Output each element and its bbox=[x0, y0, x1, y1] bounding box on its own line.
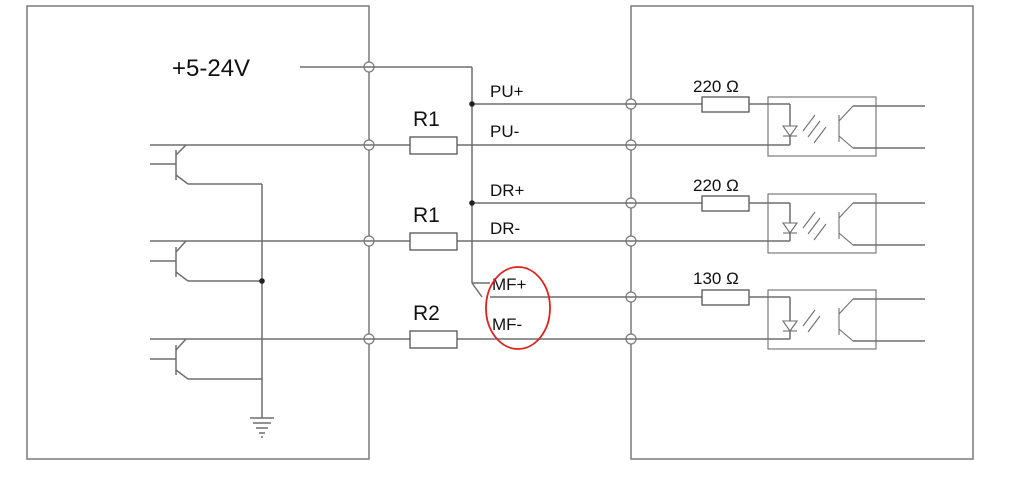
signal-label: DR+ bbox=[490, 181, 525, 200]
signal-label: DR- bbox=[490, 219, 520, 238]
resistor-label: 220 Ω bbox=[693, 77, 739, 96]
transistor-1 bbox=[150, 144, 262, 185]
optocoupler-dr bbox=[767, 193, 877, 254]
optocoupler-pu bbox=[767, 96, 877, 157]
resistor-r1-pu bbox=[409, 136, 458, 155]
highlight-circle bbox=[485, 266, 551, 350]
driver-channel-mf bbox=[636, 289, 925, 350]
resistor-label: R1 bbox=[413, 108, 440, 131]
controller-box bbox=[26, 5, 370, 460]
driver-channel-pu bbox=[636, 96, 925, 157]
driver-channel-dr bbox=[636, 193, 925, 254]
signal-label: MF+ bbox=[492, 275, 527, 294]
resistor-label: 220 Ω bbox=[693, 176, 739, 195]
transistor-3 bbox=[150, 338, 262, 380]
ground-icon bbox=[250, 417, 274, 438]
minus-lines bbox=[150, 144, 631, 340]
terminals bbox=[363, 61, 637, 345]
driver-box bbox=[630, 5, 974, 460]
ground-rail bbox=[259, 184, 265, 418]
supply-label: +5-24V bbox=[172, 55, 250, 82]
resistor-label: R2 bbox=[413, 302, 440, 325]
resistor-r2-mf bbox=[409, 330, 458, 349]
resistor-220-pu bbox=[701, 96, 750, 113]
resistor-r1-dr bbox=[409, 232, 458, 251]
optocoupler-mf bbox=[767, 289, 877, 350]
resistor-130-mf bbox=[701, 289, 750, 306]
signal-label: PU- bbox=[490, 122, 519, 141]
junction-dot bbox=[469, 200, 475, 206]
signal-label: MF- bbox=[492, 315, 522, 334]
signal-label: PU+ bbox=[490, 82, 524, 101]
transistor-2 bbox=[150, 240, 262, 282]
resistor-220-dr bbox=[701, 195, 750, 212]
junction-dot bbox=[469, 101, 475, 107]
supply-line bbox=[300, 66, 631, 298]
resistor-label: 130 Ω bbox=[693, 269, 739, 288]
resistor-label: R1 bbox=[413, 204, 440, 227]
